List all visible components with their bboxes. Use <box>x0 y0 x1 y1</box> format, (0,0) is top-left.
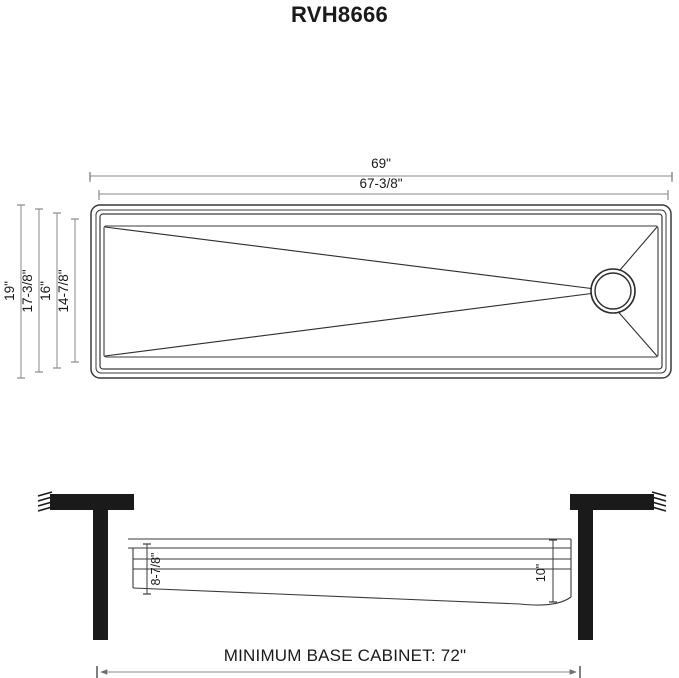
drain-opening <box>590 268 636 314</box>
slope-line-bottom-left <box>104 290 612 357</box>
cabinet-side-right <box>578 510 593 640</box>
slope-line-top-right <box>613 226 658 278</box>
dim-bottom-depth: 14-7/8" <box>56 218 79 363</box>
dim-left-bowl-depth-label: 8-7/8" <box>149 553 163 586</box>
dim-basin-depth: 16" <box>38 212 61 369</box>
top-view-group: 69" 67-3/8" 19" 17-3/8" <box>2 156 673 379</box>
cabinet-wall-right <box>570 491 667 640</box>
hatch-left <box>37 491 53 512</box>
dim-cutout-depth: 17-3/8" <box>20 208 43 373</box>
sink-basin-opening <box>99 213 663 370</box>
basin-slope-lines <box>104 226 658 357</box>
basin-floor-slope <box>132 587 521 605</box>
dim-overall-depth-label: 19" <box>2 281 17 301</box>
dim-overall-depth: 19" <box>2 204 25 379</box>
slope-line-bottom-right <box>613 306 658 357</box>
min-base-cabinet-label: MINIMUM BASE CABINET: 72" <box>224 646 466 665</box>
sink-basin-floor <box>103 225 659 358</box>
drain-inner-ring <box>594 272 632 310</box>
countertop-left <box>50 494 134 510</box>
dim-cutout-depth-label: 17-3/8" <box>20 269 35 312</box>
side-view-group: 8-7/8" 10" MINIMUM BASE CABINET: 72" <box>37 491 667 678</box>
dim-bottom-depth-label: 14-7/8" <box>56 269 71 312</box>
page-title: RVH8666 <box>290 2 389 27</box>
hatch-right <box>651 491 667 512</box>
dim-left-bowl-depth: 8-7/8" <box>143 543 163 595</box>
dim-right-bowl-depth-label: 10" <box>534 564 548 582</box>
cabinet-side-left <box>93 510 108 640</box>
sink-outer-outline <box>90 204 672 379</box>
sink-cross-section <box>128 538 572 606</box>
sink-rim-outline <box>95 209 667 374</box>
dim-inner-width-label: 67-3/8" <box>359 176 402 191</box>
dim-basin-depth-label: 16" <box>38 281 53 301</box>
dim-inner-width: 67-3/8" <box>98 176 669 200</box>
countertop-right <box>570 494 654 510</box>
dim-right-bowl-depth: 10" <box>534 539 557 603</box>
basin-drain-sump <box>519 596 572 606</box>
slope-line-top-left <box>104 226 612 292</box>
dim-overall-width-label: 69" <box>371 156 391 171</box>
cabinet-wall-left <box>37 491 134 640</box>
dim-overall-width: 69" <box>89 156 673 182</box>
dim-min-base-cabinet <box>96 666 581 678</box>
